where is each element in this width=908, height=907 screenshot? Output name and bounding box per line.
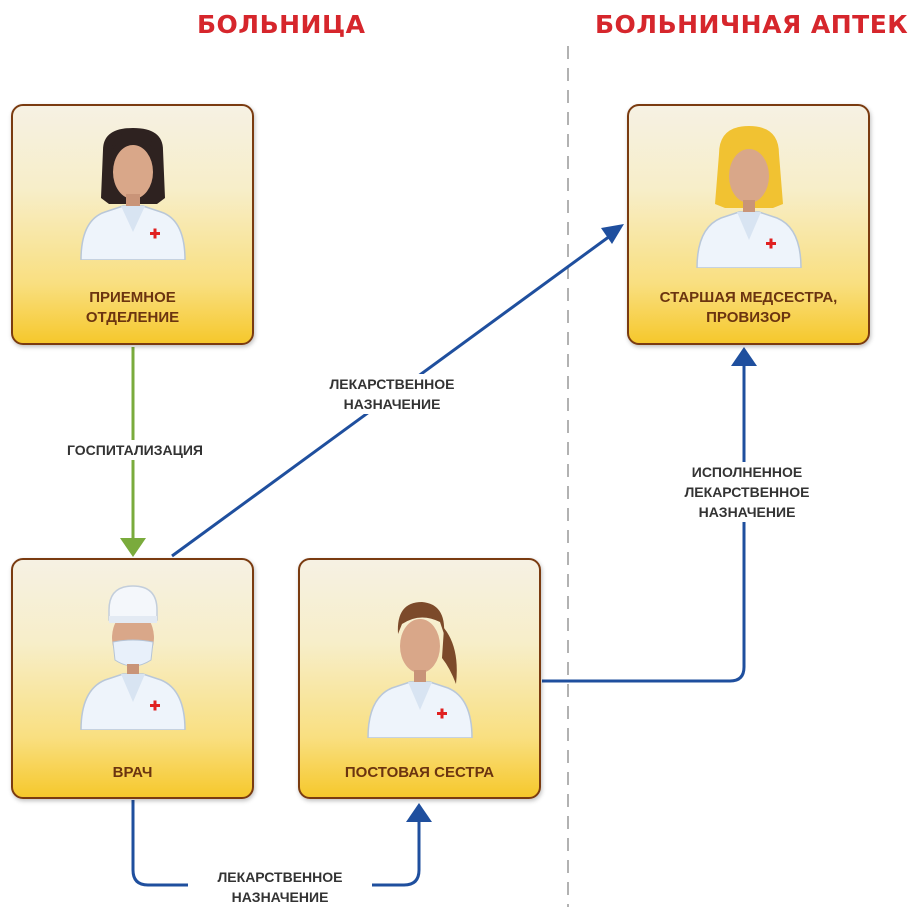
node-doctor[interactable]: ВРАЧ: [11, 558, 254, 799]
node-head-nurse[interactable]: СТАРШАЯ МЕДСЕСТРА, ПРОВИЗОР: [627, 104, 870, 345]
female-pharmacist-blonde-icon: [695, 126, 802, 268]
executed-prescription-arrow: [542, 366, 746, 683]
female-nurse-brown-hair-icon: [366, 602, 473, 738]
section-title-pharmacy: БОЛЬНИЧНАЯ АПТЕКА: [595, 10, 908, 39]
node-nurse-label: ПОСТОВАЯ СЕСТРА: [344, 764, 495, 781]
node-head-nurse-label: СТАРШАЯ МЕДСЕСТРА, ПРОВИЗОР: [659, 289, 838, 326]
executed-prescription-arrowhead: [731, 347, 757, 366]
edge-label-prescription-pharmacy: ЛЕКАРСТВЕННОЕ НАЗНАЧЕНИЕ: [306, 374, 478, 414]
edge-label-executed-prescription: ИСПОЛНЕННОЕ ЛЕКАРСТВЕННОЕ НАЗНАЧЕНИЕ: [662, 462, 832, 522]
node-doctor-label: ВРАЧ: [112, 764, 153, 781]
female-doctor-dark-hair-icon: [79, 128, 186, 260]
node-admission-label: ПРИЕМНОЕ ОТДЕЛЕНИЕ: [85, 289, 180, 326]
hospitalization-arrowhead: [120, 538, 146, 557]
node-nurse[interactable]: ПОСТОВАЯ СЕСТРА: [298, 558, 541, 799]
prescription-to-nurse-arrowhead: [406, 803, 432, 822]
section-title-hospital: БОЛЬНИЦА: [197, 10, 366, 39]
prescription-to-pharmacy-arrowhead: [601, 224, 624, 244]
edge-label-prescription-nurse: ЛЕКАРСТВЕННОЕ НАЗНАЧЕНИЕ: [188, 867, 372, 907]
male-doctor-mask-icon: [79, 585, 186, 730]
edge-label-hospitalization: ГОСПИТАЛИЗАЦИЯ: [35, 440, 235, 460]
node-admission[interactable]: ПРИЕМНОЕ ОТДЕЛЕНИЕ: [11, 104, 254, 345]
